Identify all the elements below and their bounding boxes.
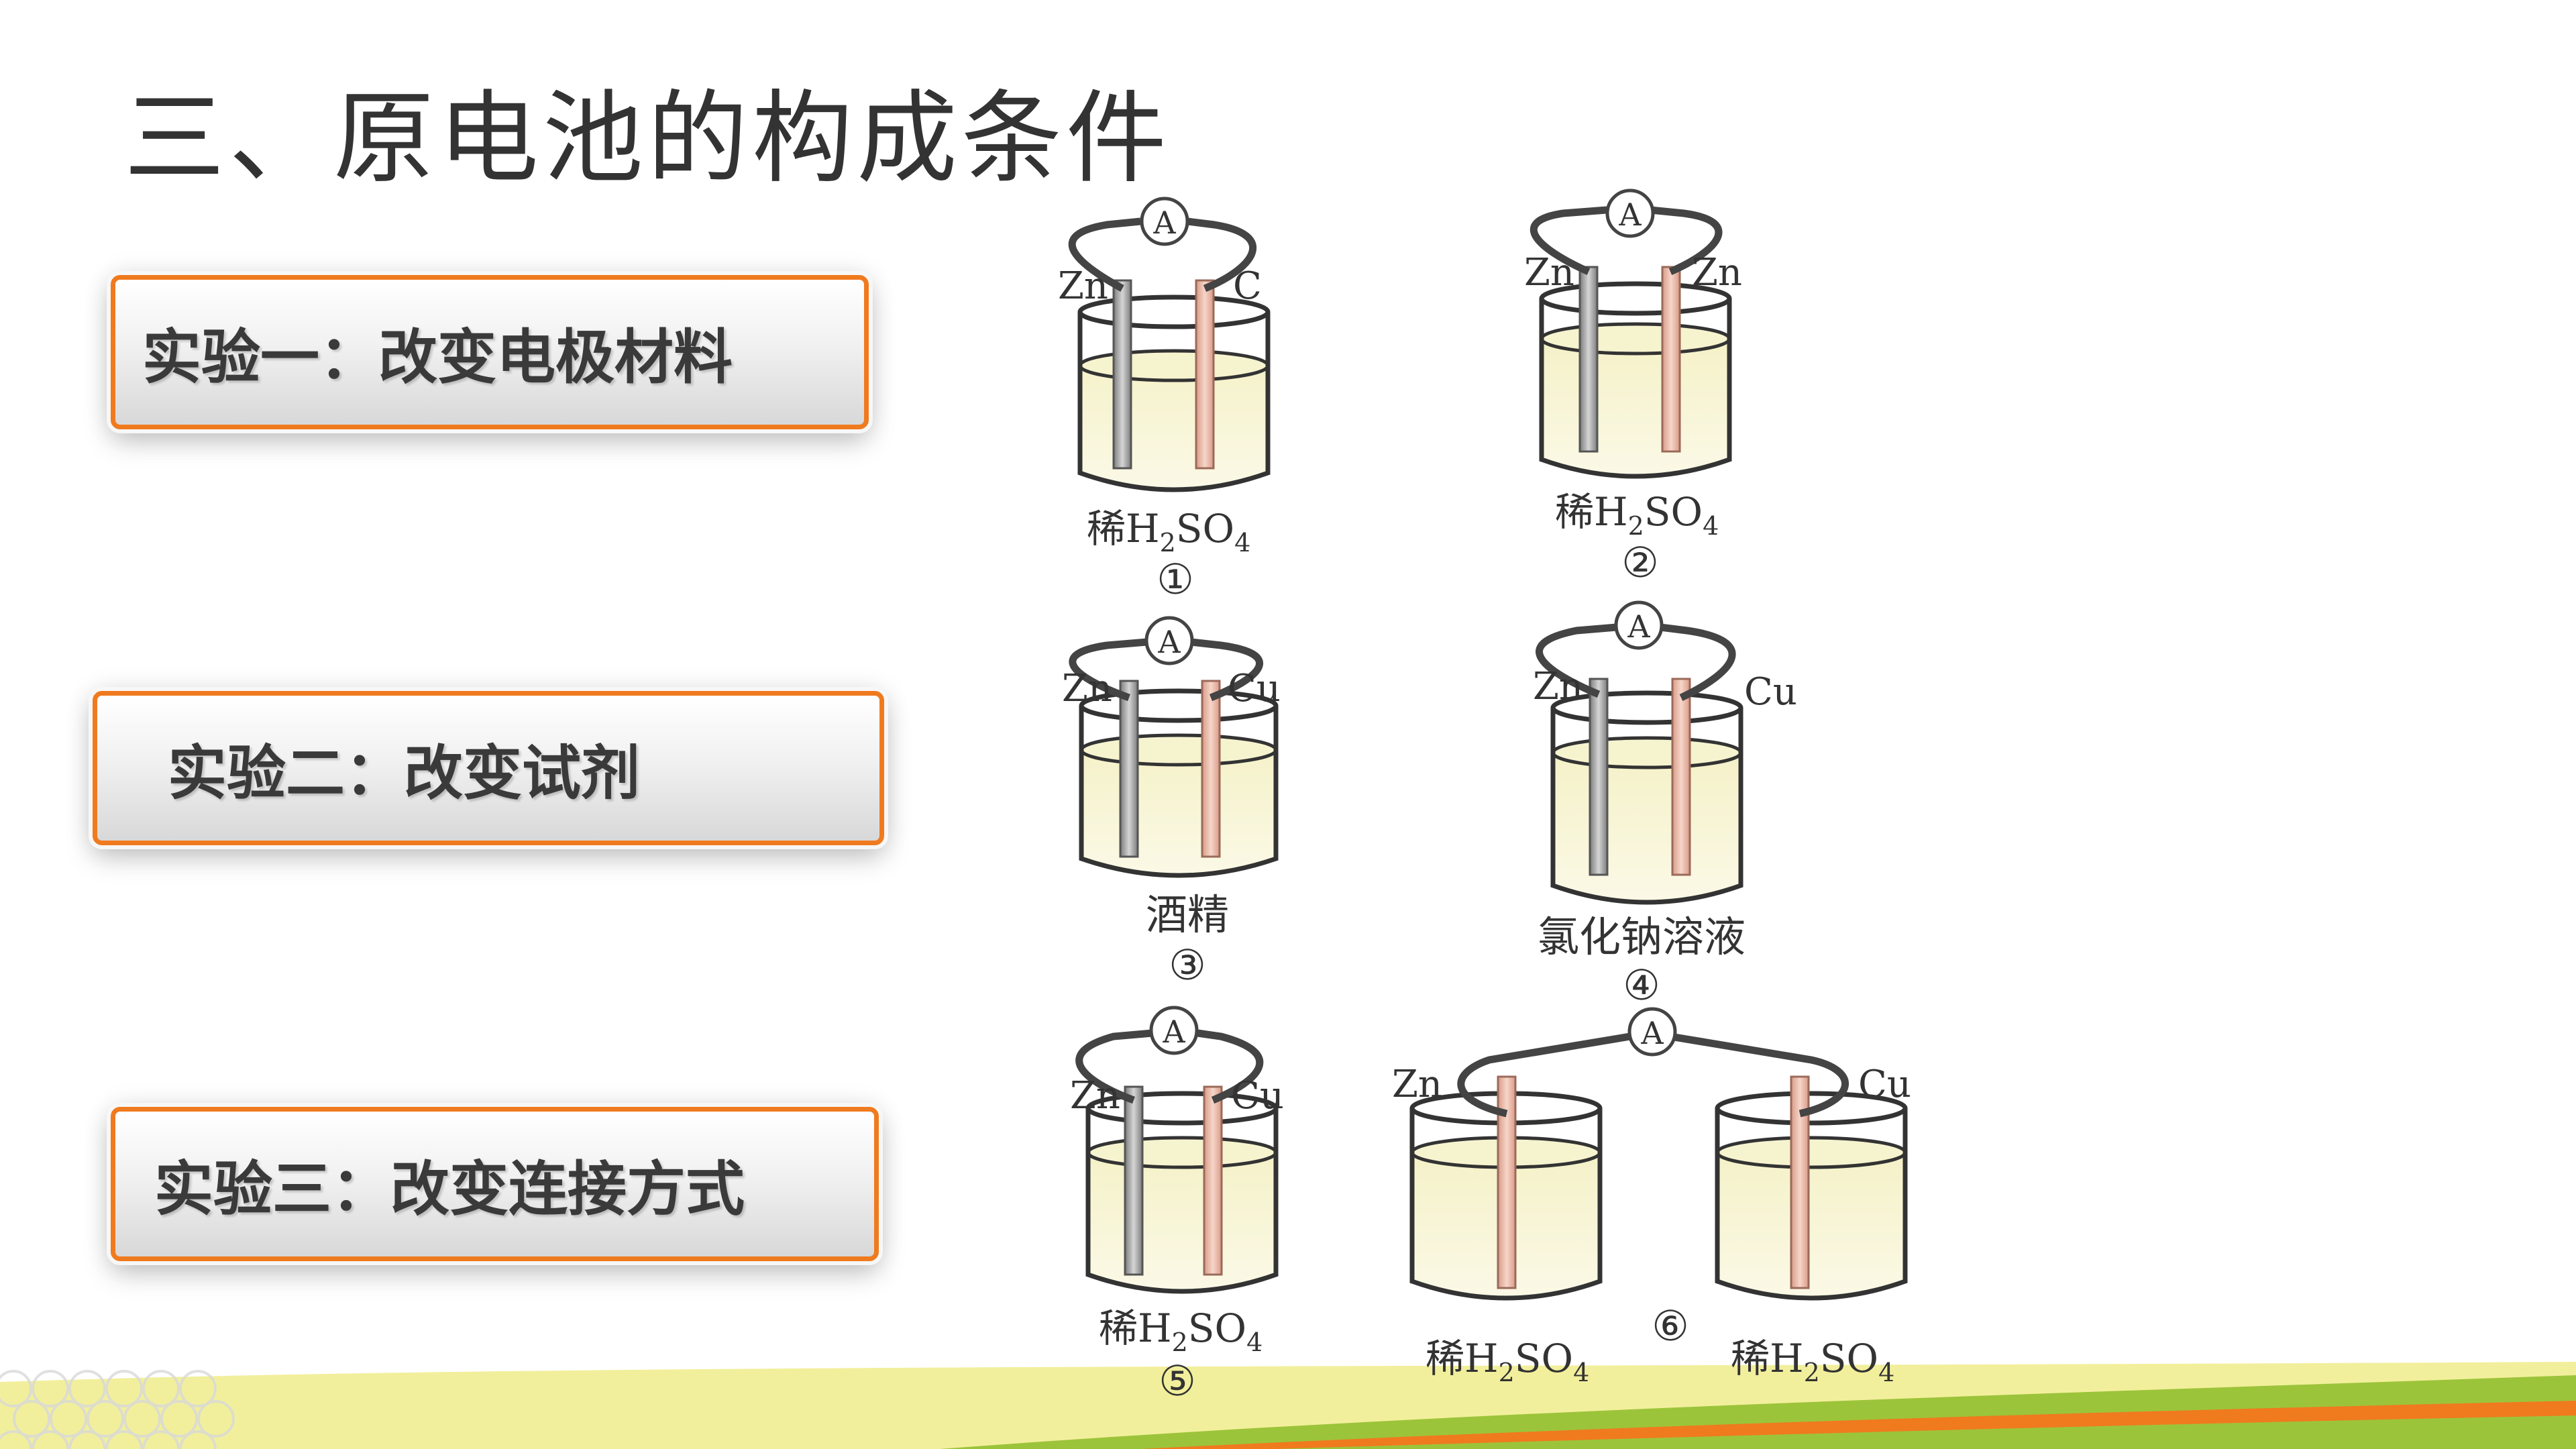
wire: [1187, 217, 1257, 292]
wire: [1068, 217, 1141, 292]
ammeter-symbol: A: [1627, 608, 1650, 645]
electrode-label-right: Cu: [1744, 670, 1797, 714]
cell-1: A Zn C 稀H2SO4 ①: [1058, 197, 1271, 604]
zinc-electrode: [1661, 266, 1681, 453]
beaker-right: [1715, 1091, 1908, 1301]
experiment-1-label: 实验一：改变电极材料: [142, 322, 733, 392]
zinc-electrode: [1578, 266, 1599, 453]
ammeter: [1140, 197, 1189, 246]
wire: [1197, 1029, 1264, 1104]
beaker: [1077, 294, 1271, 492]
zinc-electrode: [1112, 279, 1132, 470]
ammeter: [1627, 1007, 1677, 1057]
cell-number: ②: [1621, 538, 1659, 587]
electrode-label-left: Zn: [1070, 1074, 1120, 1118]
electrode-label-right: C: [1233, 264, 1262, 308]
solution-label-left: 稀H2SO4: [1426, 1336, 1589, 1387]
copper-electrode: [1671, 678, 1691, 876]
beaker: [1079, 688, 1279, 878]
cell-number: ④: [1623, 961, 1660, 1010]
ammeter: [1605, 189, 1655, 238]
ammeter-symbol: A: [1640, 1015, 1664, 1051]
beaker: [1539, 281, 1732, 479]
wire: [1457, 1029, 1648, 1118]
electrode-label-right: Zn: [1692, 251, 1742, 294]
cell-number: ①: [1157, 555, 1194, 604]
solution-label: 稀H2SO4: [1087, 506, 1250, 557]
wire: [1536, 623, 1617, 698]
experiment-2-label: 实验二：改变试剂: [168, 738, 641, 808]
ammeter-symbol: A: [1152, 205, 1176, 241]
wire: [1650, 206, 1723, 276]
ammeter: [1614, 600, 1664, 650]
ammeter-symbol: A: [1157, 624, 1181, 660]
experiment-3-box: 实验三：改变连接方式: [111, 1107, 879, 1261]
beaker: [1550, 690, 1743, 905]
electrode-label-right: Cu: [1858, 1063, 1911, 1106]
solution-label: 酒精: [1146, 890, 1229, 939]
experiment-3-label: 实验三：改变连接方式: [154, 1154, 745, 1224]
electrode-label-left: Zn: [1062, 667, 1112, 710]
electrode-label-right: Cu: [1231, 1074, 1284, 1118]
ammeter-symbol: A: [1618, 197, 1642, 233]
cell-number: ⑤: [1159, 1356, 1196, 1405]
electrode-label-left: Zn: [1524, 251, 1574, 294]
wire: [1075, 1029, 1153, 1104]
cell-number: ⑥: [1652, 1301, 1689, 1350]
cell-3: A Zn Cu 酒精 ③: [1062, 616, 1281, 989]
experiment-2-box: 实验二：改变试剂: [93, 691, 884, 845]
wire: [1190, 638, 1264, 702]
electrode-label-left: Zn: [1392, 1063, 1442, 1106]
solution-label: 稀H2SO4: [1099, 1305, 1263, 1357]
copper-electrode: [1201, 680, 1221, 858]
zinc-electrode: [1589, 678, 1609, 876]
cell-2: A Zn Zn 稀H2SO4 ②: [1524, 189, 1742, 587]
wire: [1529, 206, 1607, 276]
ammeter: [1149, 1006, 1199, 1055]
wire: [1660, 623, 1736, 701]
experiment-1-box: 实验一：改变电极材料: [111, 275, 869, 429]
ammeter: [1144, 616, 1194, 665]
cell-number: ③: [1169, 941, 1206, 989]
zinc-electrode: [1119, 680, 1139, 858]
ammeter-symbol: A: [1162, 1014, 1185, 1050]
cell-5: A Zn Cu 稀H2SO4 ⑤: [1070, 1006, 1284, 1405]
electrode-label-right: Cu: [1228, 667, 1281, 710]
bottom-decoration: [0, 1362, 2576, 1449]
carbon-electrode: [1195, 279, 1215, 470]
zinc-electrode: [1124, 1085, 1144, 1276]
wire: [1069, 638, 1148, 702]
copper-electrode: [1203, 1085, 1223, 1276]
cell-4: A Zn Cu 氯化钠溶液 ④: [1533, 600, 1797, 1010]
beaker: [1085, 1091, 1279, 1294]
electrode-label-left: Zn: [1533, 665, 1583, 708]
solution-label-right: 稀H2SO4: [1731, 1336, 1894, 1387]
page-title: 三、原电池的构成条件: [124, 80, 1171, 197]
solution-label: 稀H2SO4: [1555, 489, 1719, 541]
cell-6: A Zn Cu ⑥ 稀H2SO4 稀H2SO4: [1392, 1007, 1911, 1387]
solution-label: 氯化钠溶液: [1538, 912, 1746, 961]
wire: [1659, 1029, 1849, 1118]
electrode-label-left: Zn: [1058, 264, 1108, 308]
